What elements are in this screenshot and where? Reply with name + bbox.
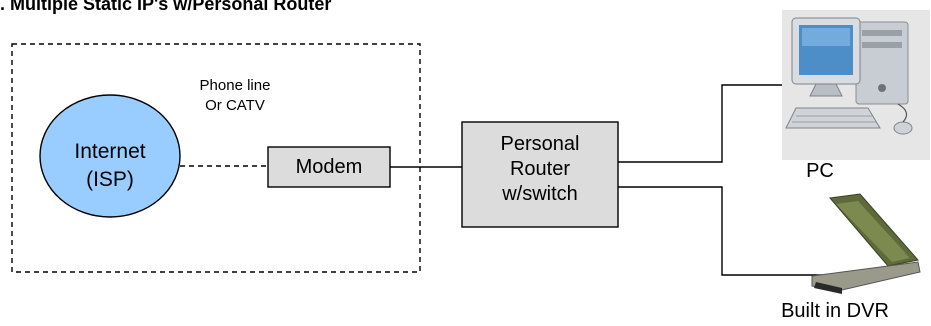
premises-boundary — [11, 43, 421, 273]
router-box — [461, 121, 619, 228]
laptop-dvr-icon — [811, 193, 921, 294]
diagram-title: . Multiple Static IP's w/Personal Router — [0, 0, 332, 14]
internet-label: Internet (ISP) — [74, 140, 146, 191]
link-type-label: Phone line Or CATV — [199, 77, 271, 114]
desktop-pc-icon — [782, 10, 930, 160]
router-label: Personal Router w/switch — [500, 133, 580, 205]
modem-label: Modem — [295, 156, 363, 178]
router-pc-link — [618, 84, 790, 163]
router-dvr-link — [618, 186, 822, 276]
pc-label: PC — [806, 160, 834, 182]
modem-box — [267, 146, 391, 188]
internet-node — [39, 94, 181, 218]
dvr-label: Built in DVR — [781, 300, 889, 322]
